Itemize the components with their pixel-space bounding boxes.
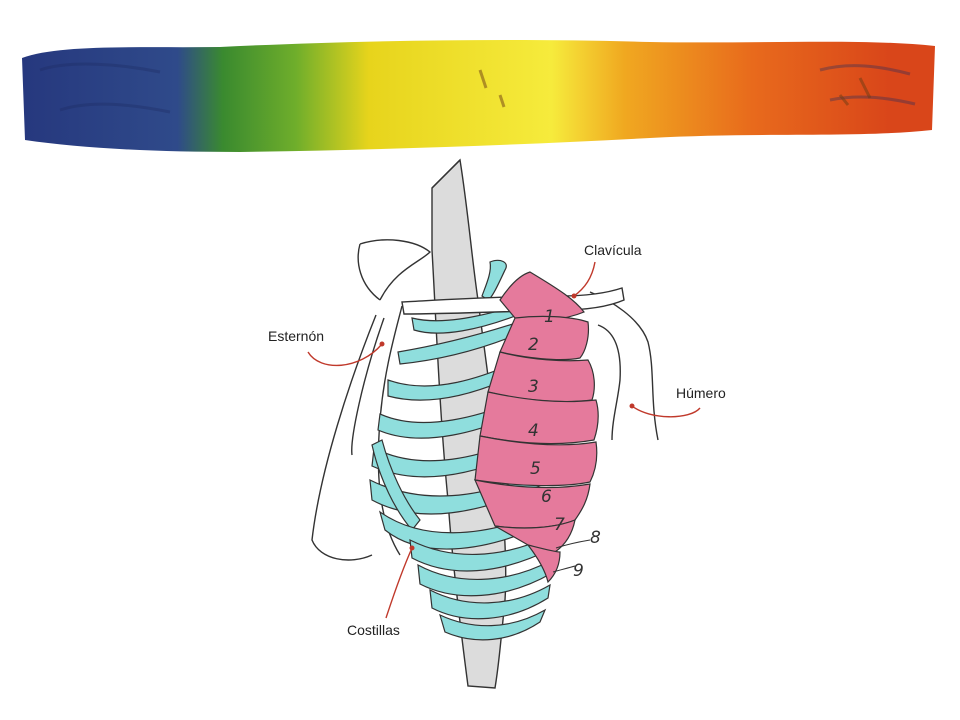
rib-numbers: 12 3 4 567 89 xyxy=(528,307,601,581)
esternon-dot xyxy=(379,341,385,347)
clavicula-leader-line xyxy=(573,261,596,297)
humero-leader-line xyxy=(631,405,701,418)
humerus-outline xyxy=(589,291,659,441)
rib-number-4: 4 xyxy=(528,421,539,441)
clavicula-dot xyxy=(571,293,577,299)
rib-number-3: 3 xyxy=(528,377,539,397)
serratus-muscle xyxy=(473,271,599,584)
paint-stroke-banner xyxy=(22,39,935,152)
rib-number-1: 1 xyxy=(544,307,555,327)
leader-lines xyxy=(307,261,701,619)
costillas-dot xyxy=(409,545,415,551)
rib-number-7: 7 xyxy=(554,515,565,535)
label-clavicula: Clavícula xyxy=(584,242,642,258)
rib-number-6: 6 xyxy=(541,487,552,507)
label-esternon: Esternón xyxy=(268,328,325,344)
rib-number-8: 8 xyxy=(590,528,601,548)
rib-9-leader-line xyxy=(552,565,576,573)
label-costillas: Costillas xyxy=(347,622,400,638)
label-humero: Húmero xyxy=(676,385,726,401)
esternon-leader-line xyxy=(307,343,383,367)
leader-dots xyxy=(379,293,635,551)
rib-8-leader-line xyxy=(555,539,591,549)
rib-number-9: 9 xyxy=(573,561,584,581)
costillas-leader-line xyxy=(385,547,413,619)
rib-number-5: 5 xyxy=(530,459,541,479)
humero-dot xyxy=(629,403,635,409)
rib-number-2: 2 xyxy=(528,335,539,355)
scapula-outline xyxy=(311,239,432,561)
